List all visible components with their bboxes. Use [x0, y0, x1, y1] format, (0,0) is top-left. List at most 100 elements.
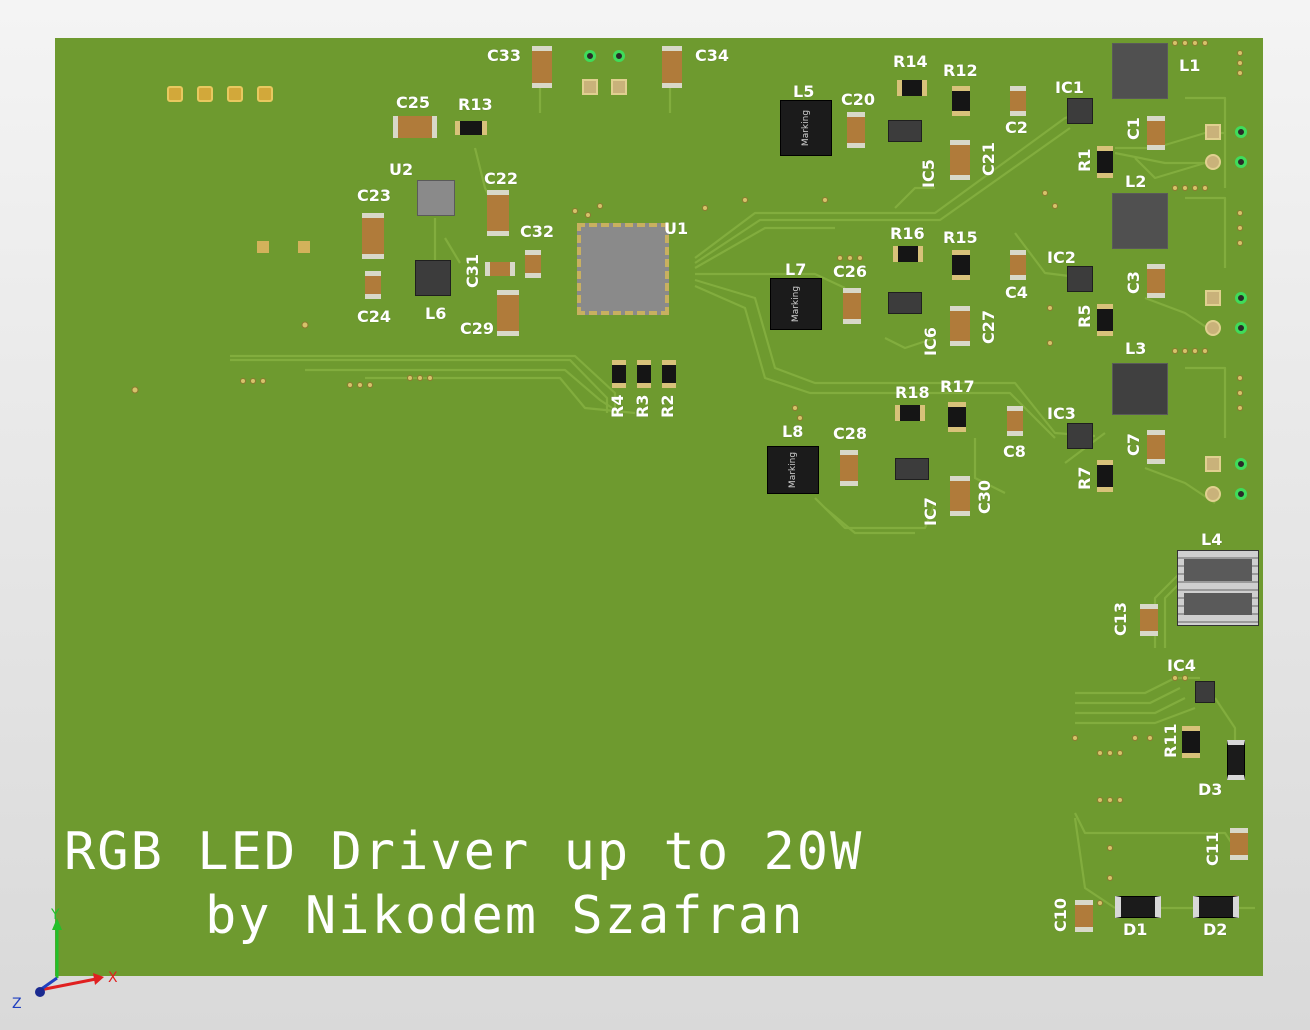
label-c33: C33	[487, 46, 522, 65]
label-c30: C30	[975, 479, 994, 514]
label-c4: C4	[1005, 283, 1028, 302]
resistor-r3	[637, 360, 651, 388]
capacitor-c23	[362, 213, 384, 259]
label-l4: L4	[1201, 530, 1223, 549]
part-marking: Marking	[791, 285, 801, 323]
capacitor-c28	[840, 450, 858, 486]
header-pin-4	[257, 86, 273, 102]
board-title-line-2: by Nikodem Szafran	[205, 886, 805, 946]
axis-x-label: X	[108, 970, 118, 986]
ic-u2	[417, 180, 455, 216]
label-c34: C34	[695, 46, 730, 65]
label-ic3: IC3	[1047, 404, 1076, 423]
label-r4: R4	[608, 394, 627, 418]
resistor-r4	[612, 360, 626, 388]
axis-x-arrow	[93, 973, 104, 985]
test-point-green	[1235, 458, 1247, 470]
capacitor-c26	[843, 288, 861, 324]
test-point-green	[1235, 126, 1247, 138]
capacitor-c10	[1075, 900, 1093, 932]
resistor-r1	[1097, 146, 1113, 178]
inductor-l2	[1112, 193, 1168, 249]
label-c1: C1	[1124, 117, 1143, 140]
label-r17: R17	[940, 377, 975, 396]
header-pin-1	[167, 86, 183, 102]
label-c27: C27	[979, 309, 998, 344]
ic-ic6	[888, 292, 922, 314]
diode-d2	[1193, 896, 1239, 918]
capacitor-c20	[847, 112, 865, 148]
label-l7: L7	[785, 260, 807, 279]
test-point-green	[1235, 156, 1247, 168]
output-pad	[1205, 456, 1221, 472]
label-c28: C28	[833, 424, 868, 443]
capacitor-c4	[1010, 250, 1026, 280]
capacitor-c2	[1010, 86, 1026, 116]
resistor-r7	[1097, 460, 1113, 492]
label-r14: R14	[893, 52, 928, 71]
solder-pad	[257, 241, 269, 253]
pcb-board: Marking Marking Marking	[55, 38, 1263, 976]
label-c26: C26	[833, 262, 868, 281]
label-d3: D3	[1198, 780, 1223, 799]
ic-ic1	[1067, 98, 1093, 124]
inductor-l6	[415, 260, 451, 296]
part-marking: Marking	[788, 451, 798, 489]
label-r3: R3	[633, 394, 652, 418]
part-marking: Marking	[801, 109, 811, 147]
inductor-l1	[1112, 43, 1168, 99]
label-l2: L2	[1125, 172, 1147, 191]
output-pad	[1205, 320, 1221, 336]
ic-ic4	[1195, 681, 1215, 703]
output-pad	[1205, 486, 1221, 502]
capacitor-c31	[485, 262, 515, 276]
label-l8: L8	[782, 422, 804, 441]
resistor-r15	[952, 250, 970, 280]
diode-d3	[1227, 740, 1245, 780]
label-c11: C11	[1203, 831, 1222, 866]
label-c22: C22	[484, 169, 519, 188]
label-u2: U2	[389, 160, 414, 179]
resistor-r11	[1182, 726, 1200, 758]
label-c13: C13	[1111, 601, 1130, 636]
label-r15: R15	[943, 228, 978, 247]
label-c8: C8	[1003, 442, 1026, 461]
diode-d1	[1115, 896, 1161, 918]
label-ic1: IC1	[1055, 78, 1084, 97]
label-c2: C2	[1005, 118, 1028, 137]
label-c7: C7	[1124, 433, 1143, 456]
capacitor-c34	[662, 46, 682, 88]
solder-pad	[298, 241, 310, 253]
capacitor-c22	[487, 190, 509, 236]
output-pad	[1205, 154, 1221, 170]
resistor-r5	[1097, 304, 1113, 336]
header-pin-2	[197, 86, 213, 102]
label-r12: R12	[943, 61, 978, 80]
axis-y-arrow	[52, 918, 62, 930]
header-pin-3	[227, 86, 243, 102]
inductor-l3	[1112, 363, 1168, 415]
output-pad	[1205, 290, 1221, 306]
capacitor-c29	[497, 290, 519, 336]
label-r7: R7	[1075, 466, 1094, 490]
capacitor-c30	[950, 476, 970, 516]
axis-y-label: Y	[51, 907, 60, 923]
capacitor-c11	[1230, 828, 1248, 860]
resistor-r12	[952, 86, 970, 116]
label-r11: R11	[1161, 723, 1180, 758]
ic-ic3	[1067, 423, 1093, 449]
resistor-r16	[893, 246, 923, 262]
capacitor-c33	[532, 46, 552, 88]
ic-ic2	[1067, 266, 1093, 292]
axis-triad	[35, 918, 104, 997]
label-c23: C23	[357, 186, 392, 205]
inductor-l4	[1177, 550, 1259, 626]
resistor-r17	[948, 402, 966, 432]
label-l6: L6	[425, 304, 447, 323]
label-c3: C3	[1124, 271, 1143, 294]
label-ic4: IC4	[1167, 656, 1196, 675]
axis-origin	[35, 987, 45, 997]
connector-pad	[611, 79, 627, 95]
inductor-l5: Marking	[780, 100, 832, 156]
label-l5: L5	[793, 82, 815, 101]
